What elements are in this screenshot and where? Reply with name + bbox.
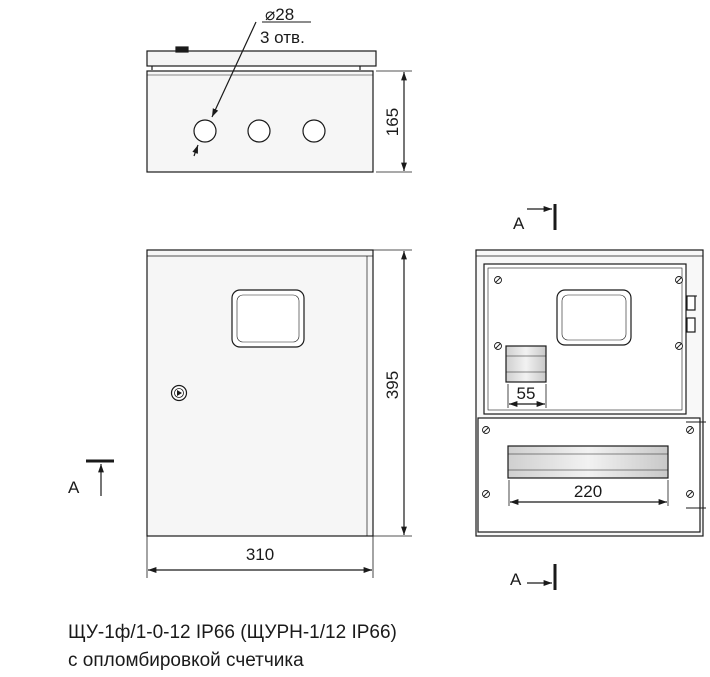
screw-icon xyxy=(686,426,694,434)
section-view xyxy=(475,204,706,590)
screw-icon xyxy=(494,342,502,350)
screw-icon xyxy=(482,490,490,498)
hinge xyxy=(686,317,696,333)
cable-entry-hole xyxy=(247,119,271,143)
top-view-lid-tab xyxy=(175,46,189,53)
screw-icon xyxy=(494,276,502,284)
meter-rail-width-label: 55 xyxy=(517,384,536,403)
hinge xyxy=(686,295,696,311)
front-view xyxy=(86,249,412,578)
front-width-label: 310 xyxy=(246,545,274,564)
front-section-marker: A xyxy=(68,478,80,497)
top-height-label: 165 xyxy=(383,108,402,136)
hole-diameter-label: ⌀28 xyxy=(265,5,294,24)
top-view xyxy=(146,21,412,173)
screw-icon xyxy=(686,490,694,498)
din-rail-width-label: 220 xyxy=(574,482,602,501)
screw-icon xyxy=(675,276,683,284)
caption-description: с опломбировкой счетчика xyxy=(68,650,304,671)
cable-entry-hole xyxy=(302,119,326,143)
caption-model: ЩУ-1ф/1-0-12 IP66 (ЩУРН-1/12 IP66) xyxy=(68,622,397,643)
meter-window xyxy=(231,289,305,348)
din-rail xyxy=(507,445,669,479)
section-marker-bottom: A xyxy=(510,570,522,589)
screw-icon xyxy=(675,342,683,350)
hole-leader xyxy=(211,21,257,118)
cable-entry-hole xyxy=(193,119,217,143)
section-meter-window xyxy=(556,289,632,346)
front-height-label: 395 xyxy=(383,371,402,399)
section-marker-top: A xyxy=(513,214,525,233)
screw-icon xyxy=(482,426,490,434)
hole-count-label: 3 отв. xyxy=(260,28,305,47)
top-view-lid xyxy=(146,50,377,67)
mounting-screws xyxy=(482,276,694,498)
meter-din-rail xyxy=(505,345,547,383)
